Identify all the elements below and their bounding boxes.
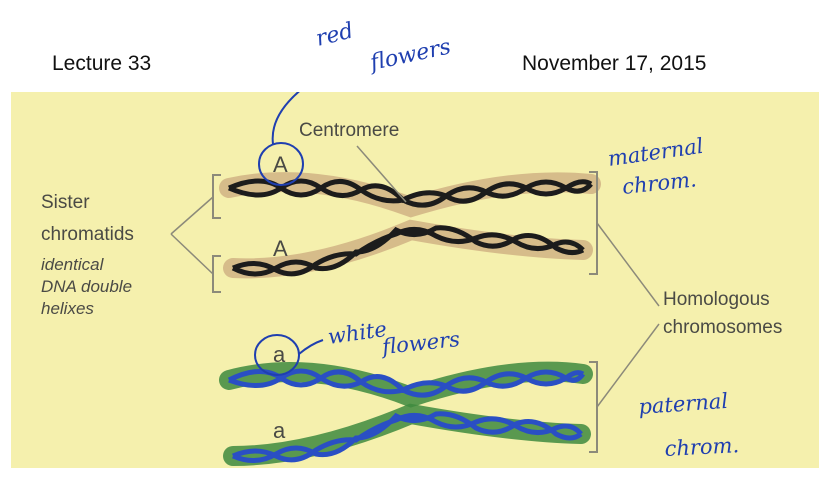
paternal-note-2: chrom. <box>664 433 740 461</box>
white-flowers-pointer <box>299 340 323 354</box>
chromosome-diagram: Centromere Sister chromatids identical D… <box>11 92 819 468</box>
allele-label-a-1: a <box>273 342 286 367</box>
red-note-2: flowers <box>366 34 453 76</box>
maternal-note-1: maternal <box>606 134 705 171</box>
figure-panel: Centromere Sister chromatids identical D… <box>11 92 819 468</box>
homologous-label-2: chromosomes <box>663 317 782 338</box>
allele-label-A-1: A <box>273 152 288 177</box>
allele-label-A-2: A <box>273 236 288 261</box>
paternal-note-1: paternal <box>638 389 729 419</box>
chromatids-label: chromatids <box>41 224 134 245</box>
sister-label: Sister <box>41 192 90 213</box>
identical-label-3: helixes <box>41 299 94 318</box>
allele-label-a-2: a <box>273 418 286 443</box>
sister-bracket-top <box>213 175 221 218</box>
homologous-connector-top <box>597 223 659 306</box>
sister-connector-bottom <box>171 234 213 274</box>
maternal-note-2: chrom. <box>621 167 698 199</box>
white-note-2: flowers <box>379 327 461 359</box>
sister-bracket-bottom <box>213 256 221 292</box>
header-annotation: red flowers <box>0 0 832 100</box>
sister-connector-top <box>171 197 213 234</box>
white-note-1: white <box>326 317 388 349</box>
identical-label-2: DNA double <box>41 277 132 296</box>
homologous-label-1: Homologous <box>663 289 770 310</box>
identical-label-1: identical <box>41 255 105 274</box>
centromere-label: Centromere <box>299 120 399 141</box>
red-note-1: red <box>313 18 356 51</box>
